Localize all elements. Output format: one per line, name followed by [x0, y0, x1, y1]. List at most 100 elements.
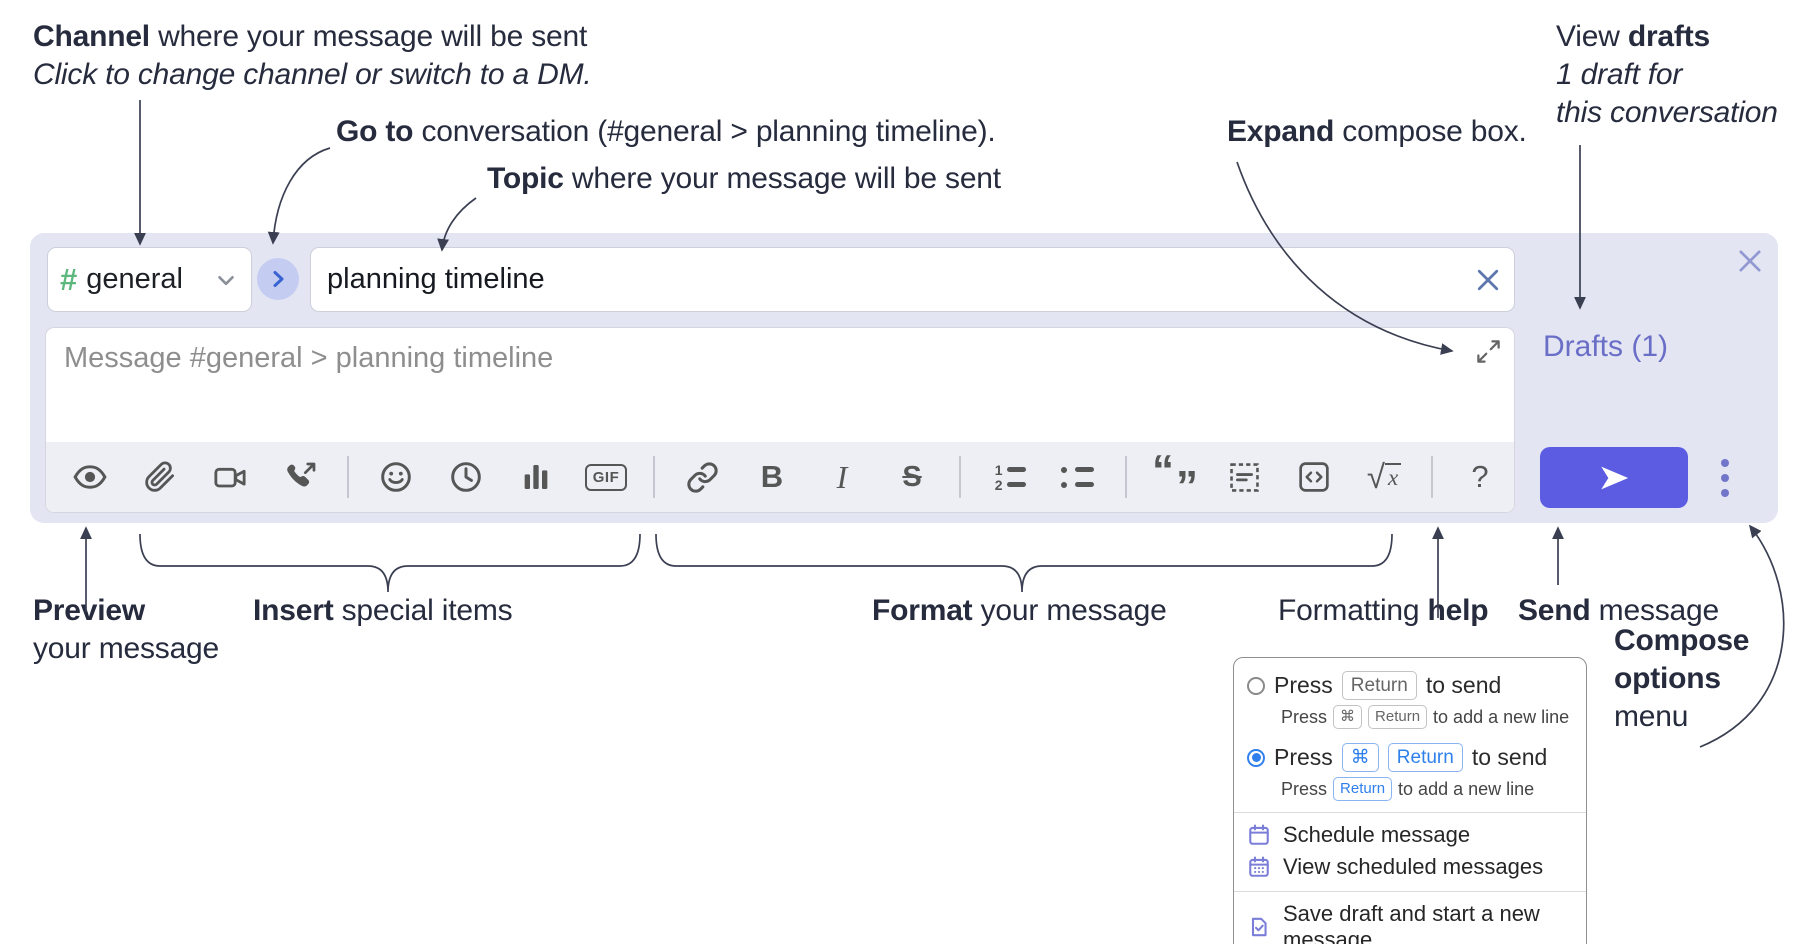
annotation-formatting-help: Formatting help	[1278, 592, 1489, 630]
strikethrough-icon: S	[902, 460, 922, 493]
annotation-expand-bold: Expand	[1227, 115, 1335, 148]
sub-after-label: to add a new line	[1398, 778, 1535, 799]
annotation-send-rest: message	[1590, 594, 1720, 627]
topic-input[interactable]	[310, 247, 1515, 312]
poll-button[interactable]	[504, 452, 568, 502]
annotation-compose-options-line2: options	[1614, 662, 1721, 695]
annotation-insert-bold: Insert	[253, 594, 334, 627]
menu-option-return-sub: Press ⌘ Return to add a new line	[1281, 705, 1586, 729]
voice-call-button[interactable]	[268, 452, 332, 502]
menu-item-label: Save draft and start a new message	[1283, 901, 1540, 944]
attach-file-button[interactable]	[128, 452, 192, 502]
send-button[interactable]	[1540, 447, 1688, 508]
gif-button[interactable]: GIF	[574, 452, 638, 502]
preview-button[interactable]	[58, 452, 122, 502]
annotation-compose-options-line3: menu	[1614, 700, 1689, 733]
compose-box: # general	[30, 233, 1778, 523]
option-press-label: Press	[1274, 672, 1333, 698]
expand-compose-button[interactable]	[1474, 338, 1502, 366]
math-button[interactable]: √ x	[1352, 452, 1416, 502]
code-button[interactable]	[1282, 452, 1346, 502]
toolbar-separator	[959, 456, 961, 498]
spoiler-button[interactable]	[1212, 452, 1276, 502]
italic-icon: I	[836, 458, 848, 495]
toolbar-separator	[1431, 456, 1433, 498]
math-icon: √ x	[1367, 460, 1402, 493]
bulleted-list-button[interactable]	[1046, 452, 1110, 502]
annotation-channel: Channel where your message will be sent …	[33, 18, 592, 94]
annotation-insert: Insert special items	[253, 592, 513, 630]
go-to-conversation-button[interactable]	[257, 258, 299, 300]
radio-unselected-icon[interactable]	[1247, 676, 1265, 695]
brace-format	[655, 533, 1393, 593]
option-after-label: to send	[1425, 672, 1502, 698]
clock-icon	[451, 462, 481, 492]
annotation-expand-rest: compose box.	[1334, 115, 1527, 148]
numbered-list-button[interactable]: 1 2	[976, 452, 1040, 502]
italic-button[interactable]: I	[810, 452, 874, 502]
menu-option-return-to-send[interactable]: Press Return to send	[1247, 671, 1586, 700]
annotation-go-to-rest: conversation (#general > planning timeli…	[413, 115, 996, 148]
chevron-right-icon	[273, 271, 284, 287]
message-input[interactable]	[46, 328, 1514, 442]
annotation-view-drafts-line2: 1 draft for	[1556, 58, 1683, 91]
video-call-button[interactable]	[198, 452, 262, 502]
menu-divider	[1234, 891, 1586, 892]
toolbar-separator	[1125, 456, 1127, 498]
annotation-send: Send message	[1518, 592, 1719, 630]
spoiler-icon	[1229, 462, 1259, 492]
emoji-button[interactable]	[364, 452, 428, 502]
phone-call-out-icon	[286, 462, 315, 487]
close-icon	[1739, 250, 1761, 272]
menu-item-view-scheduled-messages[interactable]: View scheduled messages	[1247, 854, 1586, 880]
sub-press-label: Press	[1281, 706, 1328, 727]
schedule-time-button[interactable]	[434, 452, 498, 502]
toolbar-separator	[653, 456, 655, 498]
question-mark-icon: ?	[1471, 459, 1489, 494]
menu-item-label: View scheduled messages	[1283, 854, 1544, 879]
menu-divider	[1234, 812, 1586, 813]
bar-chart-icon	[524, 465, 548, 489]
quote-button[interactable]: “ ”	[1142, 446, 1206, 511]
drafts-link[interactable]: Drafts (1)	[1543, 330, 1669, 363]
menu-item-schedule-message[interactable]: Schedule message	[1247, 822, 1586, 848]
quote-icon: “ ”	[1152, 446, 1198, 511]
annotation-formatting-help-pre: Formatting	[1278, 594, 1428, 627]
close-icon	[1477, 269, 1499, 291]
expand-diagonal-icon	[1476, 340, 1500, 363]
numbered-list-icon: 1 2	[990, 462, 1027, 492]
annotation-compose-options: Compose options menu	[1614, 622, 1749, 736]
video-camera-icon	[214, 467, 246, 488]
key-cmd: ⌘	[1333, 705, 1363, 729]
compose-options-button[interactable]	[1708, 451, 1742, 505]
key-return: Return	[1368, 705, 1428, 729]
sub-after-label: to add a new line	[1433, 706, 1570, 727]
annotation-channel-bold: Channel	[33, 20, 150, 53]
annotation-format: Format your message	[872, 592, 1167, 630]
menu-option-cmd-return-to-send[interactable]: Press ⌘ Return to send	[1247, 743, 1586, 772]
bold-button[interactable]: B	[740, 452, 804, 502]
strikethrough-button[interactable]: S	[880, 452, 944, 502]
channel-selector[interactable]: # general	[47, 247, 252, 312]
menu-item-label: Schedule message	[1283, 822, 1471, 847]
annotation-insert-rest: special items	[333, 594, 513, 627]
message-formatting-help-button[interactable]: ?	[1448, 452, 1512, 502]
link-icon	[686, 461, 718, 493]
message-box: GIF B I S	[45, 327, 1515, 513]
bulleted-list-icon	[1061, 462, 1095, 492]
annotation-channel-rest: where your message will be sent	[149, 20, 588, 53]
close-compose-button[interactable]	[1733, 244, 1767, 278]
menu-item-save-draft[interactable]: Save draft and start a new message	[1247, 901, 1586, 944]
annotation-compose-options-line1: Compose	[1614, 624, 1750, 657]
radio-selected-icon[interactable]	[1247, 748, 1265, 767]
arrow-go-to	[267, 147, 331, 245]
clear-topic-button[interactable]	[1473, 265, 1503, 295]
annotation-format-bold: Format	[872, 594, 973, 627]
link-button[interactable]	[670, 452, 734, 502]
annotation-send-bold: Send	[1518, 594, 1591, 627]
channel-hash-icon: #	[60, 262, 78, 297]
chevron-down-icon	[218, 275, 234, 285]
annotation-format-rest: your message	[972, 594, 1167, 627]
annotation-go-to-bold: Go to	[336, 115, 414, 148]
